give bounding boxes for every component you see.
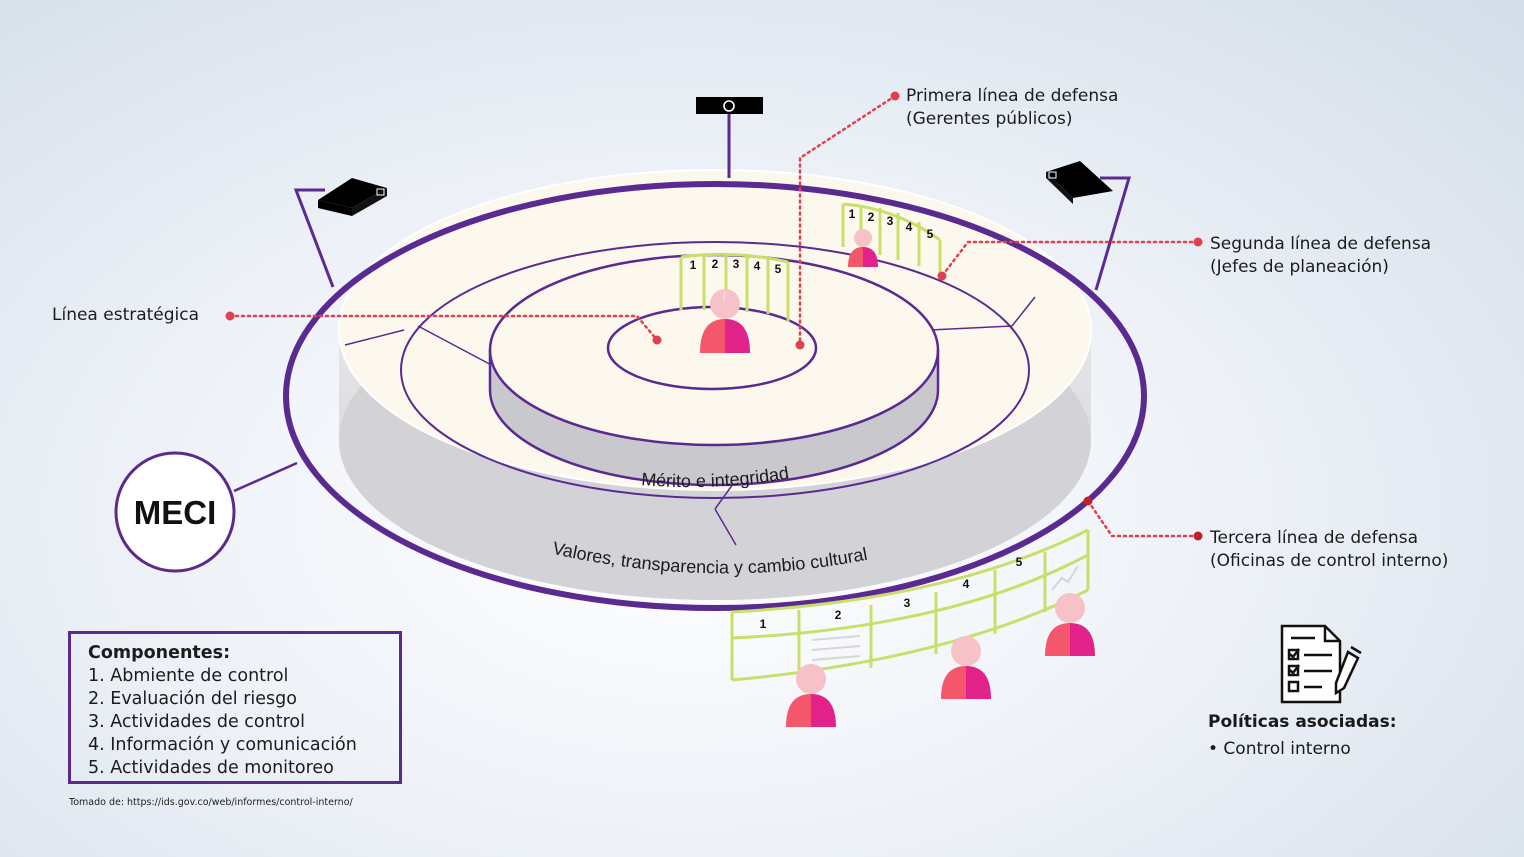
components-title: Componentes: (88, 643, 231, 663)
label-segunda-title: Segunda línea de defensa (1210, 234, 1432, 254)
svg-text:5: 5 (1016, 555, 1023, 569)
svg-text:2: 2 (712, 257, 719, 271)
callout-lines (228, 94, 1200, 538)
policies-item: • Control interno (1208, 739, 1351, 759)
checklist-icon (1280, 624, 1342, 704)
step-grid-second (841, 202, 942, 274)
label-primera-subtitle: (Gerentes públicos) (906, 109, 1073, 129)
list-item: 3. Actividades de control (88, 712, 305, 732)
label-primera-title: Primera línea de defensa (906, 86, 1119, 106)
inner-disc (488, 253, 940, 487)
person-icon (786, 664, 836, 727)
person-icon (1045, 593, 1095, 656)
step-grid-third (730, 528, 1090, 682)
svg-text:3: 3 (887, 214, 894, 228)
step-grid-center (679, 252, 790, 322)
svg-text:2: 2 (835, 608, 842, 622)
svg-text:4: 4 (963, 577, 970, 591)
svg-text:5: 5 (775, 262, 782, 276)
svg-text:3: 3 (733, 257, 740, 271)
components-list: 1. Abmiente de control 2. Evaluación del… (88, 665, 399, 780)
policies-title: Políticas asociadas: (1208, 712, 1397, 732)
list-item: 1. Abmiente de control (88, 666, 289, 686)
label-linea-estrategica: Línea estratégica (52, 305, 200, 325)
list-item: 2. Evaluación del riesgo (88, 689, 297, 709)
svg-text:1: 1 (690, 258, 697, 272)
label-primera-linea: Primera línea de defensa (Gerentes públi… (906, 85, 1118, 131)
components-box: Componentes: 1. Abmiente de control 2. E… (68, 631, 402, 784)
svg-text:4: 4 (754, 259, 761, 273)
meci-badge: MECI (114, 451, 298, 573)
meci-label: MECI (134, 494, 217, 531)
label-tercera-subtitle: (Oficinas de control interno) (1210, 551, 1449, 571)
callout-dots (225, 91, 1203, 541)
source-note: Tomado de: https://ids.gov.co/web/inform… (69, 797, 353, 808)
list-item: 4. Información y comunicación (88, 735, 357, 755)
camera-icon (293, 178, 387, 288)
label-segunda-subtitle: (Jefes de planeación) (1210, 257, 1389, 277)
person-icon (941, 636, 991, 699)
camera-icon (696, 97, 763, 178)
person-icon (848, 229, 878, 267)
svg-text:1: 1 (760, 617, 767, 631)
label-tercera-linea: Tercera línea de defensa (Oficinas de co… (1210, 527, 1448, 573)
person-icon (700, 289, 750, 353)
svg-text:1: 1 (849, 207, 856, 221)
svg-text:5: 5 (927, 227, 934, 241)
pencil-icon (1334, 645, 1362, 696)
list-item: 5. Actividades de monitoreo (88, 758, 334, 778)
outer-purple-ring (283, 181, 1147, 611)
step-numbers: 1 2 3 4 5 1 2 3 4 5 1 2 3 4 5 (690, 207, 1023, 631)
label-segunda-linea: Segunda línea de defensa (Jefes de plane… (1210, 233, 1431, 279)
camera-icon (1046, 161, 1132, 291)
svg-text:2: 2 (868, 210, 875, 224)
svg-text:4: 4 (906, 220, 913, 234)
label-tercera-title: Tercera línea de defensa (1210, 528, 1419, 548)
svg-text:3: 3 (904, 596, 911, 610)
